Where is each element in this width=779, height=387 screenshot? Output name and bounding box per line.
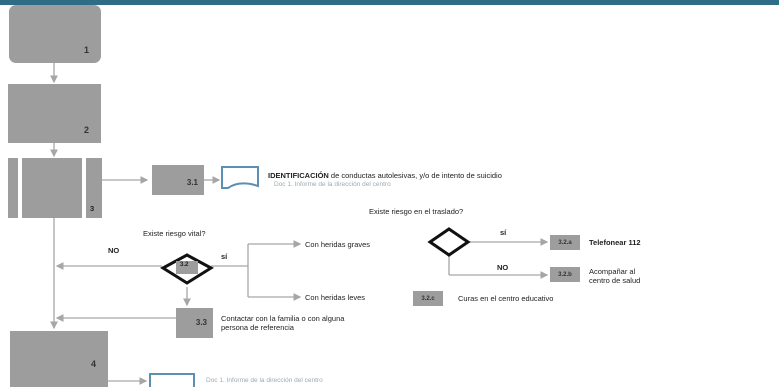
heridas-graves-text: Con heridas graves bbox=[305, 240, 371, 249]
step-box-3-2-c: 3.2.c bbox=[413, 291, 443, 306]
curas-text: Curas en el centro educativo bbox=[458, 294, 554, 303]
doc1-reference: Doc 1. Informe de la dirección del centr… bbox=[274, 181, 391, 188]
step-box-4: 4 bbox=[10, 331, 108, 387]
top-accent-bar bbox=[0, 0, 779, 5]
step-number: 3.3 bbox=[195, 318, 207, 327]
label-no-traslado: NO bbox=[497, 263, 509, 272]
step-box-3-2-a: 3.2.a bbox=[550, 235, 580, 250]
step-number: 3.2.b bbox=[558, 271, 572, 278]
identificacion-rest: de conductas autolesivas, y/o de intento… bbox=[328, 171, 502, 180]
contactar-text-2: persona de referencia bbox=[221, 323, 294, 332]
step-box-2: 2 bbox=[8, 84, 101, 143]
step-number: 3.2.c bbox=[421, 295, 435, 302]
question-riesgo-vital: Existe riesgo vital? bbox=[143, 229, 206, 238]
step-number-3: 3 bbox=[90, 204, 95, 213]
label-si-traslado: sí bbox=[500, 228, 507, 237]
step-3-left-bar bbox=[8, 158, 18, 218]
identificacion-bold: IDENTIFICACIÓN bbox=[268, 171, 329, 180]
question-riesgo-traslado: Existe riesgo en el traslado? bbox=[369, 207, 464, 216]
step-box-3-1: 3.1 bbox=[152, 165, 204, 195]
telefonear-text: Telefonear 112 bbox=[589, 238, 641, 247]
label-no: NO bbox=[108, 246, 120, 255]
step-number: 1 bbox=[83, 45, 89, 55]
label-si: sí bbox=[221, 252, 228, 261]
decision-diamond-traslado bbox=[427, 227, 471, 257]
contactar-text-1: Contactar con la familia o con alguna bbox=[221, 314, 345, 323]
step-number: 3.1 bbox=[186, 178, 198, 187]
step-number: 3.2.a bbox=[558, 239, 572, 246]
step-box-3 bbox=[22, 158, 82, 218]
document-shape-identificacion bbox=[221, 166, 259, 189]
heridas-leves-text: Con heridas leves bbox=[305, 293, 366, 302]
document-shape-bottom bbox=[149, 373, 195, 387]
step-box-3-3: 3.3 bbox=[176, 308, 213, 338]
step-box-1: 1 bbox=[9, 5, 101, 63]
step-3-right-bar bbox=[86, 158, 102, 218]
acompanar-text-1: Acompañar al bbox=[589, 267, 636, 276]
step-number-3-2: 3.2 bbox=[180, 262, 189, 268]
acompanar-text-2: centro de salud bbox=[589, 276, 641, 285]
identificacion-text: IDENTIFICACIÓN de conductas autolesivas,… bbox=[268, 171, 502, 180]
step-box-3-2-b: 3.2.b bbox=[550, 267, 580, 282]
step-number: 2 bbox=[83, 125, 89, 135]
step-number: 4 bbox=[90, 359, 96, 369]
doc1-reference-bottom: Doc 1. Informe de la dirección del centr… bbox=[206, 377, 323, 384]
